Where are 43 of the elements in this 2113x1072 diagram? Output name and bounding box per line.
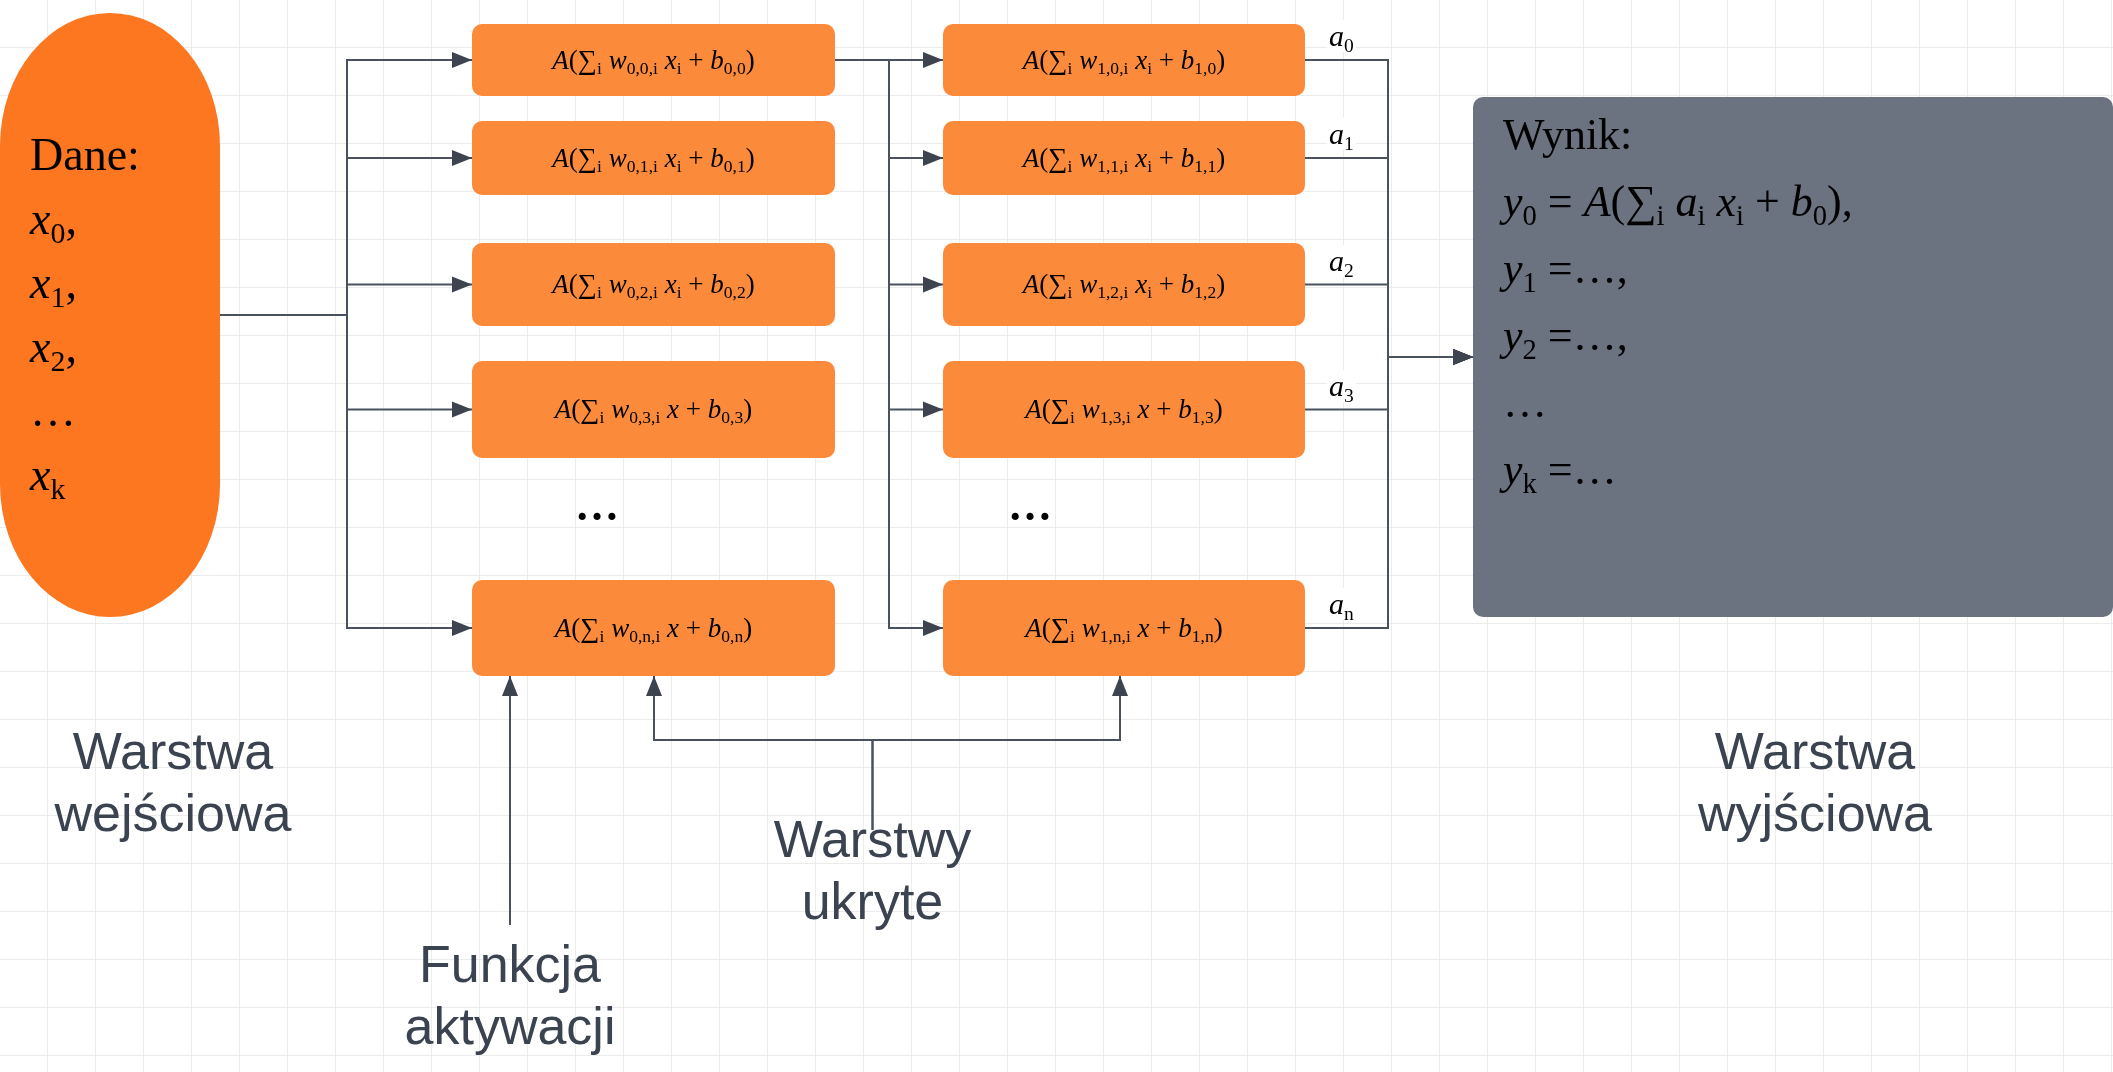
formula-text: A(∑$_{i}$ w$_{1,1,i}$ x$_{i}$ + b$_{1,1}$) bbox=[1022, 142, 1226, 174]
caption-text: Warstwy ukryte bbox=[720, 800, 1025, 940]
formula-text: A(∑$_{i}$ w$_{1,0,i}$ x$_{i}$ + b$_{1,0}$) bbox=[1022, 44, 1226, 76]
edge-label: a$_{1}$ bbox=[1327, 118, 1356, 150]
neuron-box bbox=[472, 24, 835, 96]
formula-text: A(∑$_{i}$ w$_{0,3,i}$ x + b$_{0,3}$) bbox=[554, 394, 753, 425]
leader-arrow bbox=[871, 675, 1128, 831]
arrow bbox=[1304, 349, 1474, 629]
heading-text: Dane: bbox=[30, 128, 141, 182]
neuron-box bbox=[943, 361, 1305, 458]
formula-text: A(∑$_{i}$ w$_{0,n,i}$ x + b$_{0,n}$) bbox=[554, 612, 753, 644]
caption-text: Funkcja aktywacji bbox=[370, 925, 650, 1065]
neuron-box bbox=[943, 580, 1305, 676]
neuron-box bbox=[472, 361, 835, 458]
formula-text: … bbox=[30, 384, 77, 438]
formula-text: A(∑$_{i}$ w$_{1,2,i}$ x$_{i}$ + b$_{1,2}$) bbox=[1022, 269, 1226, 300]
edge-label: a$_{3}$ bbox=[1327, 369, 1356, 402]
leader-arrow bbox=[502, 675, 518, 926]
formula-text: x$_{k}$ bbox=[30, 448, 67, 507]
formula-text: A(∑$_{i}$ w$_{1,3,i}$ x + b$_{1,3}$) bbox=[1025, 394, 1223, 425]
formula-text: x$_{2}$, bbox=[30, 320, 78, 379]
neuron-box bbox=[472, 580, 835, 676]
ellipsis: … bbox=[1007, 480, 1059, 531]
formula-text: A(∑$_{i}$ w$_{0,2,i}$ x$_{i}$ + b$_{0,2}$) bbox=[552, 269, 755, 300]
ellipsis: … bbox=[574, 480, 626, 531]
formula-text: A(∑$_{i}$ w$_{1,n,i}$ x + b$_{1,n}$) bbox=[1025, 612, 1223, 644]
neuron-box bbox=[943, 121, 1305, 195]
formula-text: x$_{1}$, bbox=[30, 256, 78, 315]
formula-text: A(∑$_{i}$ w$_{0,0,i}$ x$_{i}$ + b$_{0,0}$) bbox=[552, 44, 755, 76]
formula-text: x$_{0}$, bbox=[30, 192, 78, 251]
edge-label: a$_{2}$ bbox=[1327, 244, 1356, 277]
layer-label: Warstwa wyjściowa bbox=[1696, 721, 1934, 844]
neuron-box bbox=[943, 243, 1305, 326]
layer-label: Warstwa wejściowa bbox=[53, 721, 293, 844]
neuron-box bbox=[943, 24, 1305, 96]
edge-label: a$_{0}$ bbox=[1327, 20, 1356, 52]
formula-text: A(∑$_{i}$ w$_{0,1,i}$ x$_{i}$ + b$_{0,1}$) bbox=[552, 142, 755, 174]
output-box bbox=[1473, 97, 2113, 617]
heading-text: Wynik: bbox=[1503, 109, 1634, 161]
neuron-box bbox=[472, 121, 835, 195]
formula-text: … bbox=[1503, 377, 1548, 429]
edge-label: a$_{n}$ bbox=[1327, 588, 1356, 620]
neuron-box bbox=[472, 243, 835, 326]
